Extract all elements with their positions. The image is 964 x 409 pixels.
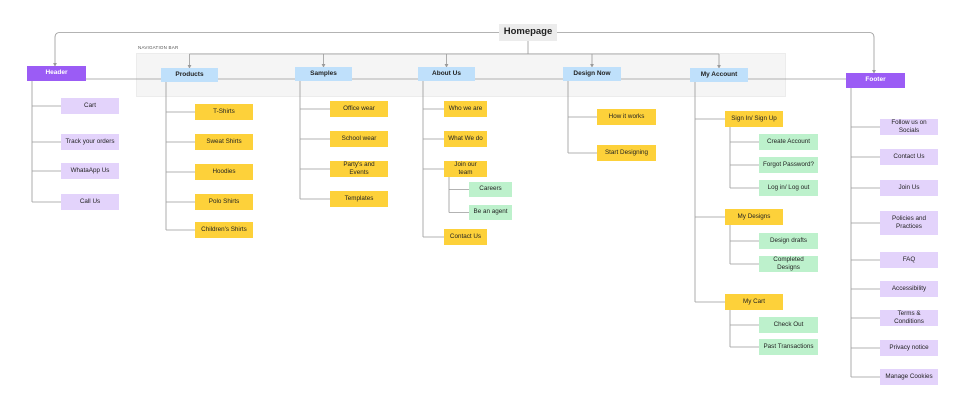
node-faq[interactable]: FAQ	[880, 252, 938, 268]
node-hoodies[interactable]: Hoodies	[195, 164, 253, 180]
node-policies[interactable]: Policies and Practices	[880, 211, 938, 235]
node-track[interactable]: Track your orders	[61, 134, 119, 150]
node-office[interactable]: Office wear	[330, 101, 388, 117]
node-about[interactable]: About Us	[418, 67, 475, 81]
node-homepage[interactable]: Homepage	[499, 24, 557, 41]
node-accessibility[interactable]: Accessibility	[880, 281, 938, 297]
node-whoweare[interactable]: Who we are	[444, 101, 487, 117]
node-school[interactable]: School wear	[330, 131, 388, 147]
node-polo[interactable]: Polo Shirts	[195, 194, 253, 210]
node-careers[interactable]: Careers	[469, 182, 512, 197]
node-header[interactable]: Header	[27, 66, 86, 81]
node-my-account[interactable]: My Account	[690, 68, 748, 82]
node-signin[interactable]: Sign In/ Sign Up	[725, 111, 783, 127]
navigation-bar-label: NAVIGATION BAR	[138, 45, 179, 50]
node-forgot[interactable]: Forgot Password?	[759, 157, 818, 173]
connector-homepage-footer	[557, 32, 876, 74]
node-party[interactable]: Party's and Events	[330, 161, 388, 177]
node-login[interactable]: Log in/ Log out	[759, 180, 818, 196]
node-jointeam[interactable]: Join our team	[444, 161, 487, 177]
node-terms[interactable]: Terms & Conditions	[880, 310, 938, 326]
node-mydesigns[interactable]: My Designs	[725, 209, 783, 225]
node-design-now[interactable]: Design Now	[563, 67, 621, 81]
node-agent[interactable]: Be an agent	[469, 205, 512, 220]
node-sweat[interactable]: Sweat Shirts	[195, 134, 253, 150]
node-cookies[interactable]: Manage Cookies	[880, 369, 938, 385]
node-whatwedo[interactable]: What We do	[444, 131, 487, 147]
node-children[interactable]: Children's Shirts	[195, 222, 253, 238]
connector-homepage-header	[53, 32, 499, 67]
node-howitworks[interactable]: How it works	[597, 109, 656, 125]
node-contact-footer[interactable]: Contact Us	[880, 149, 938, 165]
node-callus[interactable]: Call Us	[61, 194, 119, 210]
node-samples[interactable]: Samples	[295, 67, 352, 81]
node-socials[interactable]: Follow us on Socials	[880, 119, 938, 135]
node-joinus[interactable]: Join Us	[880, 180, 938, 196]
node-contact-about[interactable]: Contact Us	[444, 229, 487, 245]
node-whatsapp[interactable]: WhataApp Us	[61, 163, 119, 179]
node-cart[interactable]: Cart	[61, 98, 119, 114]
node-past[interactable]: Past Transactions	[759, 339, 818, 355]
node-templates[interactable]: Templates	[330, 191, 388, 207]
node-mycart[interactable]: My Cart	[725, 294, 783, 310]
node-tshirts[interactable]: T-Shirts	[195, 104, 253, 120]
node-checkout[interactable]: Check Out	[759, 317, 818, 333]
node-footer[interactable]: Footer	[846, 73, 905, 88]
node-completed[interactable]: Completed Designs	[759, 256, 818, 272]
node-products[interactable]: Products	[161, 68, 218, 82]
node-startdesign[interactable]: Start Designing	[597, 145, 656, 161]
node-create[interactable]: Create Account	[759, 134, 818, 150]
node-privacy[interactable]: Privacy notice	[880, 340, 938, 356]
node-drafts[interactable]: Design drafts	[759, 233, 818, 249]
